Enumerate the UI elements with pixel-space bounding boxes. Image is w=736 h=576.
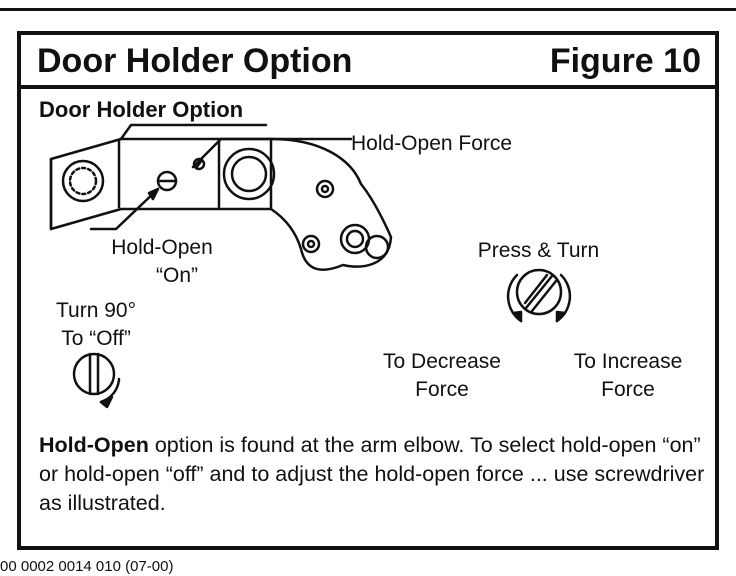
figure-box: Door Holder Option Figure 10 Door Holder… [17, 31, 719, 550]
label-to-off: To “Off” [61, 327, 131, 350]
label-to-increase: To Increase [573, 350, 683, 373]
label-decrease-force: Force [415, 378, 469, 401]
label-turn-90: Turn 90° [56, 299, 136, 322]
figure-title: Door Holder Option [37, 42, 353, 80]
hold-open-leader-line [89, 187, 160, 231]
description-bold-lead: Hold-Open [39, 433, 149, 457]
description-paragraph: Hold-Open option is found at the arm elb… [39, 431, 707, 518]
label-to-decrease: To Decrease [383, 350, 501, 373]
label-press-turn: Press & Turn [477, 239, 600, 262]
top-rule [0, 8, 736, 11]
part-number: 00 0002 0014 010 (07-00) [0, 558, 174, 575]
figure-header: Door Holder Option Figure 10 [21, 35, 715, 89]
section-subtitle: Door Holder Option [39, 97, 244, 122]
screw-diagonal-slot-icon [506, 268, 572, 323]
label-increase-force: Force [601, 378, 655, 401]
screw-vertical-slot-icon [72, 352, 121, 409]
label-on: “On” [156, 264, 198, 287]
label-hold-open: Hold-Open [111, 236, 213, 259]
label-hold-open-force: Hold-Open Force [351, 132, 513, 155]
figure-number: Figure 10 [549, 42, 701, 80]
description-text: option is found at the arm elbow. To sel… [39, 433, 705, 515]
force-leader-line [191, 137, 353, 169]
arm-assembly-drawing [49, 123, 393, 271]
door-holder-illustration [49, 123, 572, 409]
